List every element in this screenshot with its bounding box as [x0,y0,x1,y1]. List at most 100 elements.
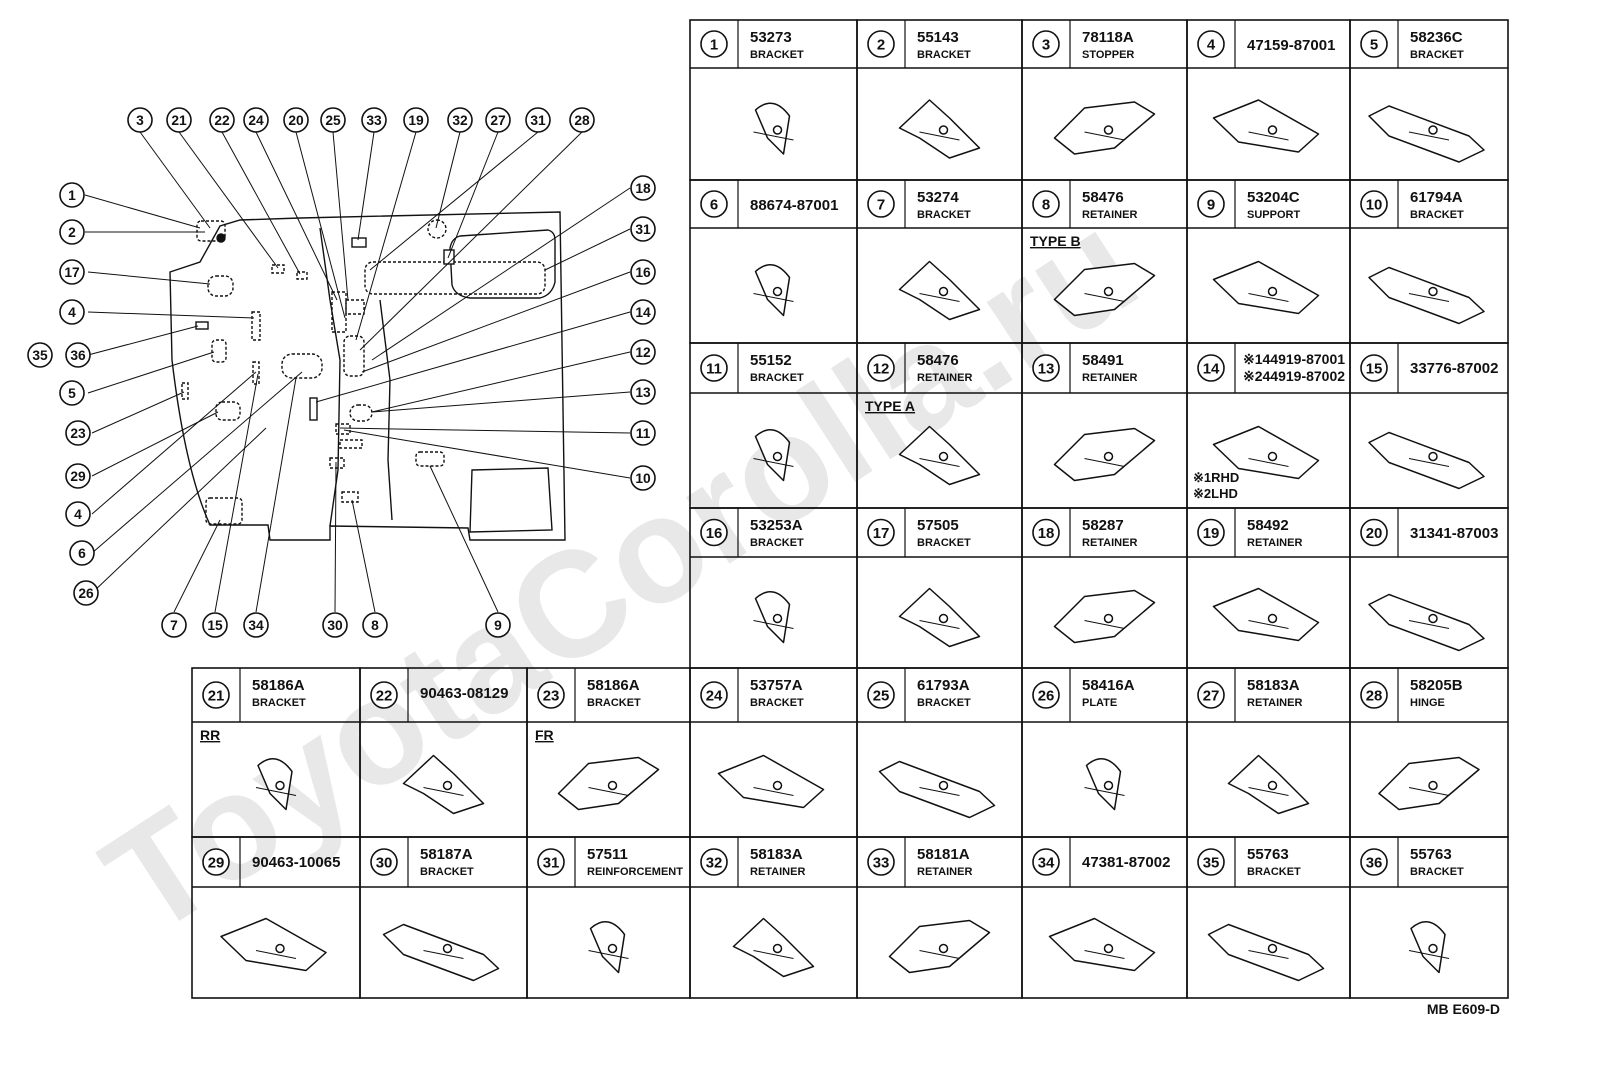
part-number-text: 90463-10065 [252,854,340,871]
callout-top-3: 3 [127,107,153,133]
callout-number: 12 [635,345,651,360]
callout-bottom-7: 7 [161,612,187,638]
part-number-text: 57505 [917,517,959,534]
part-sketch-13 [1053,427,1156,482]
callout-top-25: 25 [320,107,346,133]
part-number-text: 47381-87002 [1082,854,1170,871]
part-number-badge: 6 [700,190,728,218]
callout-top-21: 21 [166,107,192,133]
part-number-text: 58183A [750,846,803,863]
callout-number: 22 [376,687,393,704]
callout-number: 15 [1366,360,1383,377]
part-number-text: 53273 [750,29,792,46]
callout-number: 19 [408,113,424,128]
part-number-badge: 7 [867,190,895,218]
part-number-text: 58416A [1082,677,1135,694]
callout-number: 1 [68,188,76,203]
part-sketch-23 [557,756,660,811]
part-sketch-24 [717,754,825,809]
callout-left-35: 35 [27,342,53,368]
part-number-badge: 5 [1360,30,1388,58]
callout-top-19: 19 [403,107,429,133]
callout-number: 29 [208,854,225,871]
callout-number: 2 [68,225,76,240]
callout-number: 9 [494,618,502,633]
callout-number: 6 [710,196,718,213]
callout-right-16: 16 [630,259,656,285]
part-number-badge: 4 [1197,30,1225,58]
part-sketch-33 [888,919,991,974]
part-description: BRACKET [587,697,641,709]
callout-number: 21 [208,687,225,704]
part-number-badge: 34 [1032,848,1060,876]
part-number-badge: 14 [1197,354,1225,382]
callout-number: 35 [1203,854,1220,871]
part-number-text: 58476 [917,352,959,369]
part-number-text: 58491 [1082,352,1124,369]
callout-number: 26 [1038,687,1055,704]
center-tunnel-right [379,299,393,521]
part-sketch-34 [1048,917,1156,972]
part-description: REINFORCEMENT [587,866,683,878]
part-description: RETAINER [917,866,972,878]
callout-left-26: 26 [73,580,99,606]
part-number-text: 58492 [1247,517,1289,534]
callout-number: 26 [78,586,94,601]
callout-bottom-15: 15 [202,612,228,638]
part-number-text: 55763 [1247,846,1289,863]
callout-number: 2 [877,36,885,53]
callout-number: 7 [877,196,885,213]
callout-number: 17 [873,525,890,542]
part-number-text: 58181A [917,846,970,863]
part-note: RR [200,727,220,743]
callout-number: 36 [1366,854,1383,871]
callout-number: 20 [1366,525,1383,542]
callout-number: 14 [635,305,651,320]
callout-number: 4 [68,305,76,320]
part-description: RETAINER [1247,537,1302,549]
part-sketch-30 [382,923,500,982]
part-footnote: ※2LHD [1193,486,1238,501]
part-number-badge: 32 [700,848,728,876]
part-note: TYPE B [1030,233,1081,249]
callout-number: 23 [543,687,560,704]
callout-number: 10 [1366,196,1383,213]
callout-number: 32 [452,113,468,128]
part-number-badge: 1 [700,30,728,58]
part-description: PLATE [1082,697,1117,709]
callout-number: 18 [635,181,651,196]
callout-bottom-34: 34 [243,612,269,638]
part-sketch-16 [753,591,794,644]
callout-number: 17 [64,265,80,280]
callout-top-33: 33 [361,107,387,133]
callout-right-14: 14 [630,299,656,325]
part-number-text: 55143 [917,29,959,46]
part-sketch-29 [220,917,327,972]
part-description: BRACKET [750,372,804,384]
part-number-text: 57511 [587,846,628,863]
part-number-text: 58187A [420,846,473,863]
callout-number: 10 [635,471,651,486]
callout-number: 29 [70,469,86,484]
part-number-text: 58186A [252,677,305,694]
part-number-badge: 9 [1197,190,1225,218]
part-number-text: 58205B [1410,677,1463,694]
part-number-text: 58476 [1082,189,1124,206]
callout-number: 11 [636,426,651,441]
callout-top-28: 28 [569,107,595,133]
callout-number: 5 [1370,36,1378,53]
part-sketch-19 [1212,587,1320,642]
part-number-badge: 17 [867,518,895,547]
callout-number: 25 [873,687,890,704]
callout-number: 36 [70,348,86,363]
part-number-text: 58236C [1410,29,1463,46]
callout-number: 33 [366,113,382,128]
part-number-text: 78118A [1082,29,1134,46]
